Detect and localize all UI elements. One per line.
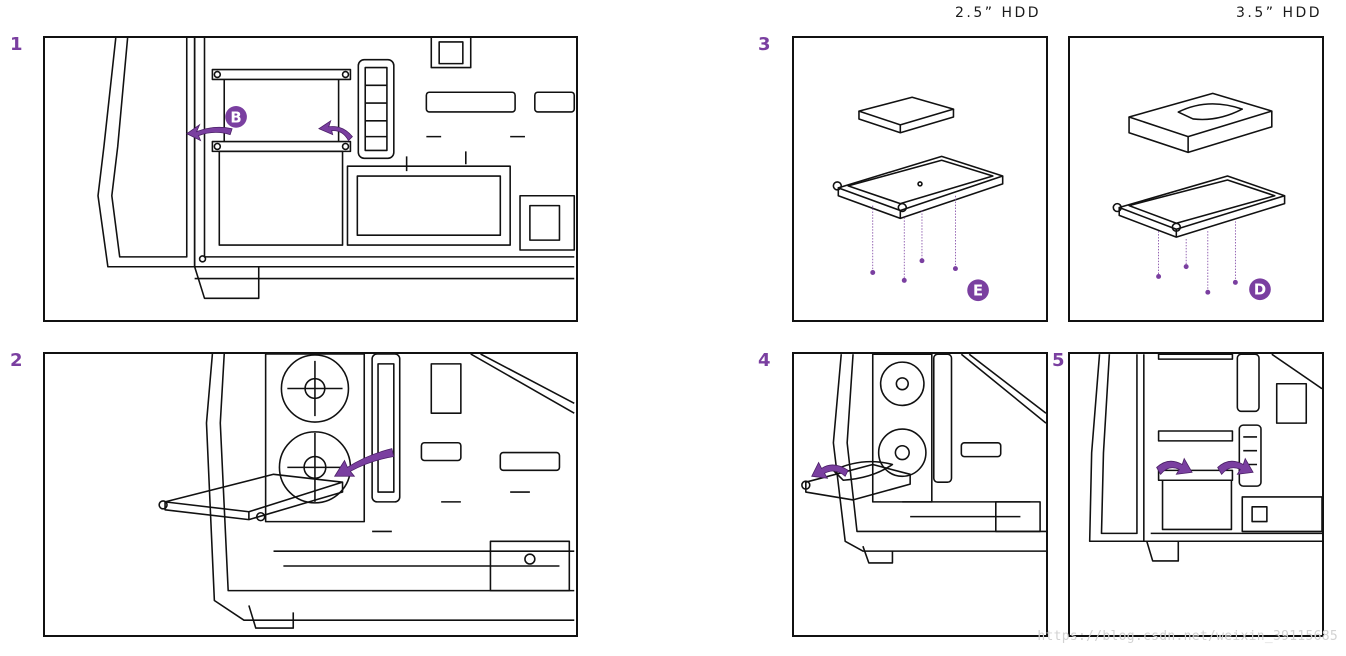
- step-1-panel: B: [43, 36, 578, 322]
- purple-curved-arrow-icon: [318, 119, 353, 142]
- hdd-tray-secured-illustration: [1088, 354, 1322, 562]
- step-2-panel: [43, 352, 578, 637]
- step-number-1: 1: [10, 34, 23, 55]
- 3-5-hdd-tray-mounting-illustration: D: [1112, 92, 1286, 301]
- watermark-url: https://blog.csdn.net/weixin_39115685: [1037, 629, 1338, 644]
- purple-curved-arrow-icon: [811, 461, 849, 479]
- purple-curved-arrow-icon: [1156, 457, 1193, 476]
- 2-5-hdd-tray-mounting-illustration: E: [832, 96, 1004, 302]
- callout-badge-d: D: [1254, 282, 1266, 299]
- step-3-panel-2-5-hdd: E: [792, 36, 1048, 322]
- screw-icon: [1156, 264, 1238, 295]
- callout-badge-b: B: [230, 109, 241, 126]
- purple-curved-arrow-icon: [333, 448, 395, 477]
- callout-badge-e: E: [973, 283, 983, 300]
- case-drive-cage-illustration: B: [97, 38, 576, 300]
- hdd-tray-reinstall-illustration: [801, 354, 1046, 564]
- purple-curved-arrow-icon: [1217, 457, 1254, 476]
- case-drive-tray-insert-illustration: [158, 354, 575, 629]
- step-4-panel: [792, 352, 1048, 637]
- step-number-3: 3: [758, 34, 771, 55]
- step-5-panel: [1068, 352, 1324, 637]
- step-number-5: 5: [1052, 350, 1065, 371]
- step-3-panel-3-5-hdd: D: [1068, 36, 1324, 322]
- drive-label-2-5-hdd: 2.5” HDD: [955, 5, 1042, 21]
- step-number-2: 2: [10, 350, 23, 371]
- drive-label-3-5-hdd: 3.5” HDD: [1236, 5, 1323, 21]
- screw-icon: [870, 258, 958, 283]
- purple-curved-arrow-icon: [185, 123, 233, 142]
- step-number-4: 4: [758, 350, 771, 371]
